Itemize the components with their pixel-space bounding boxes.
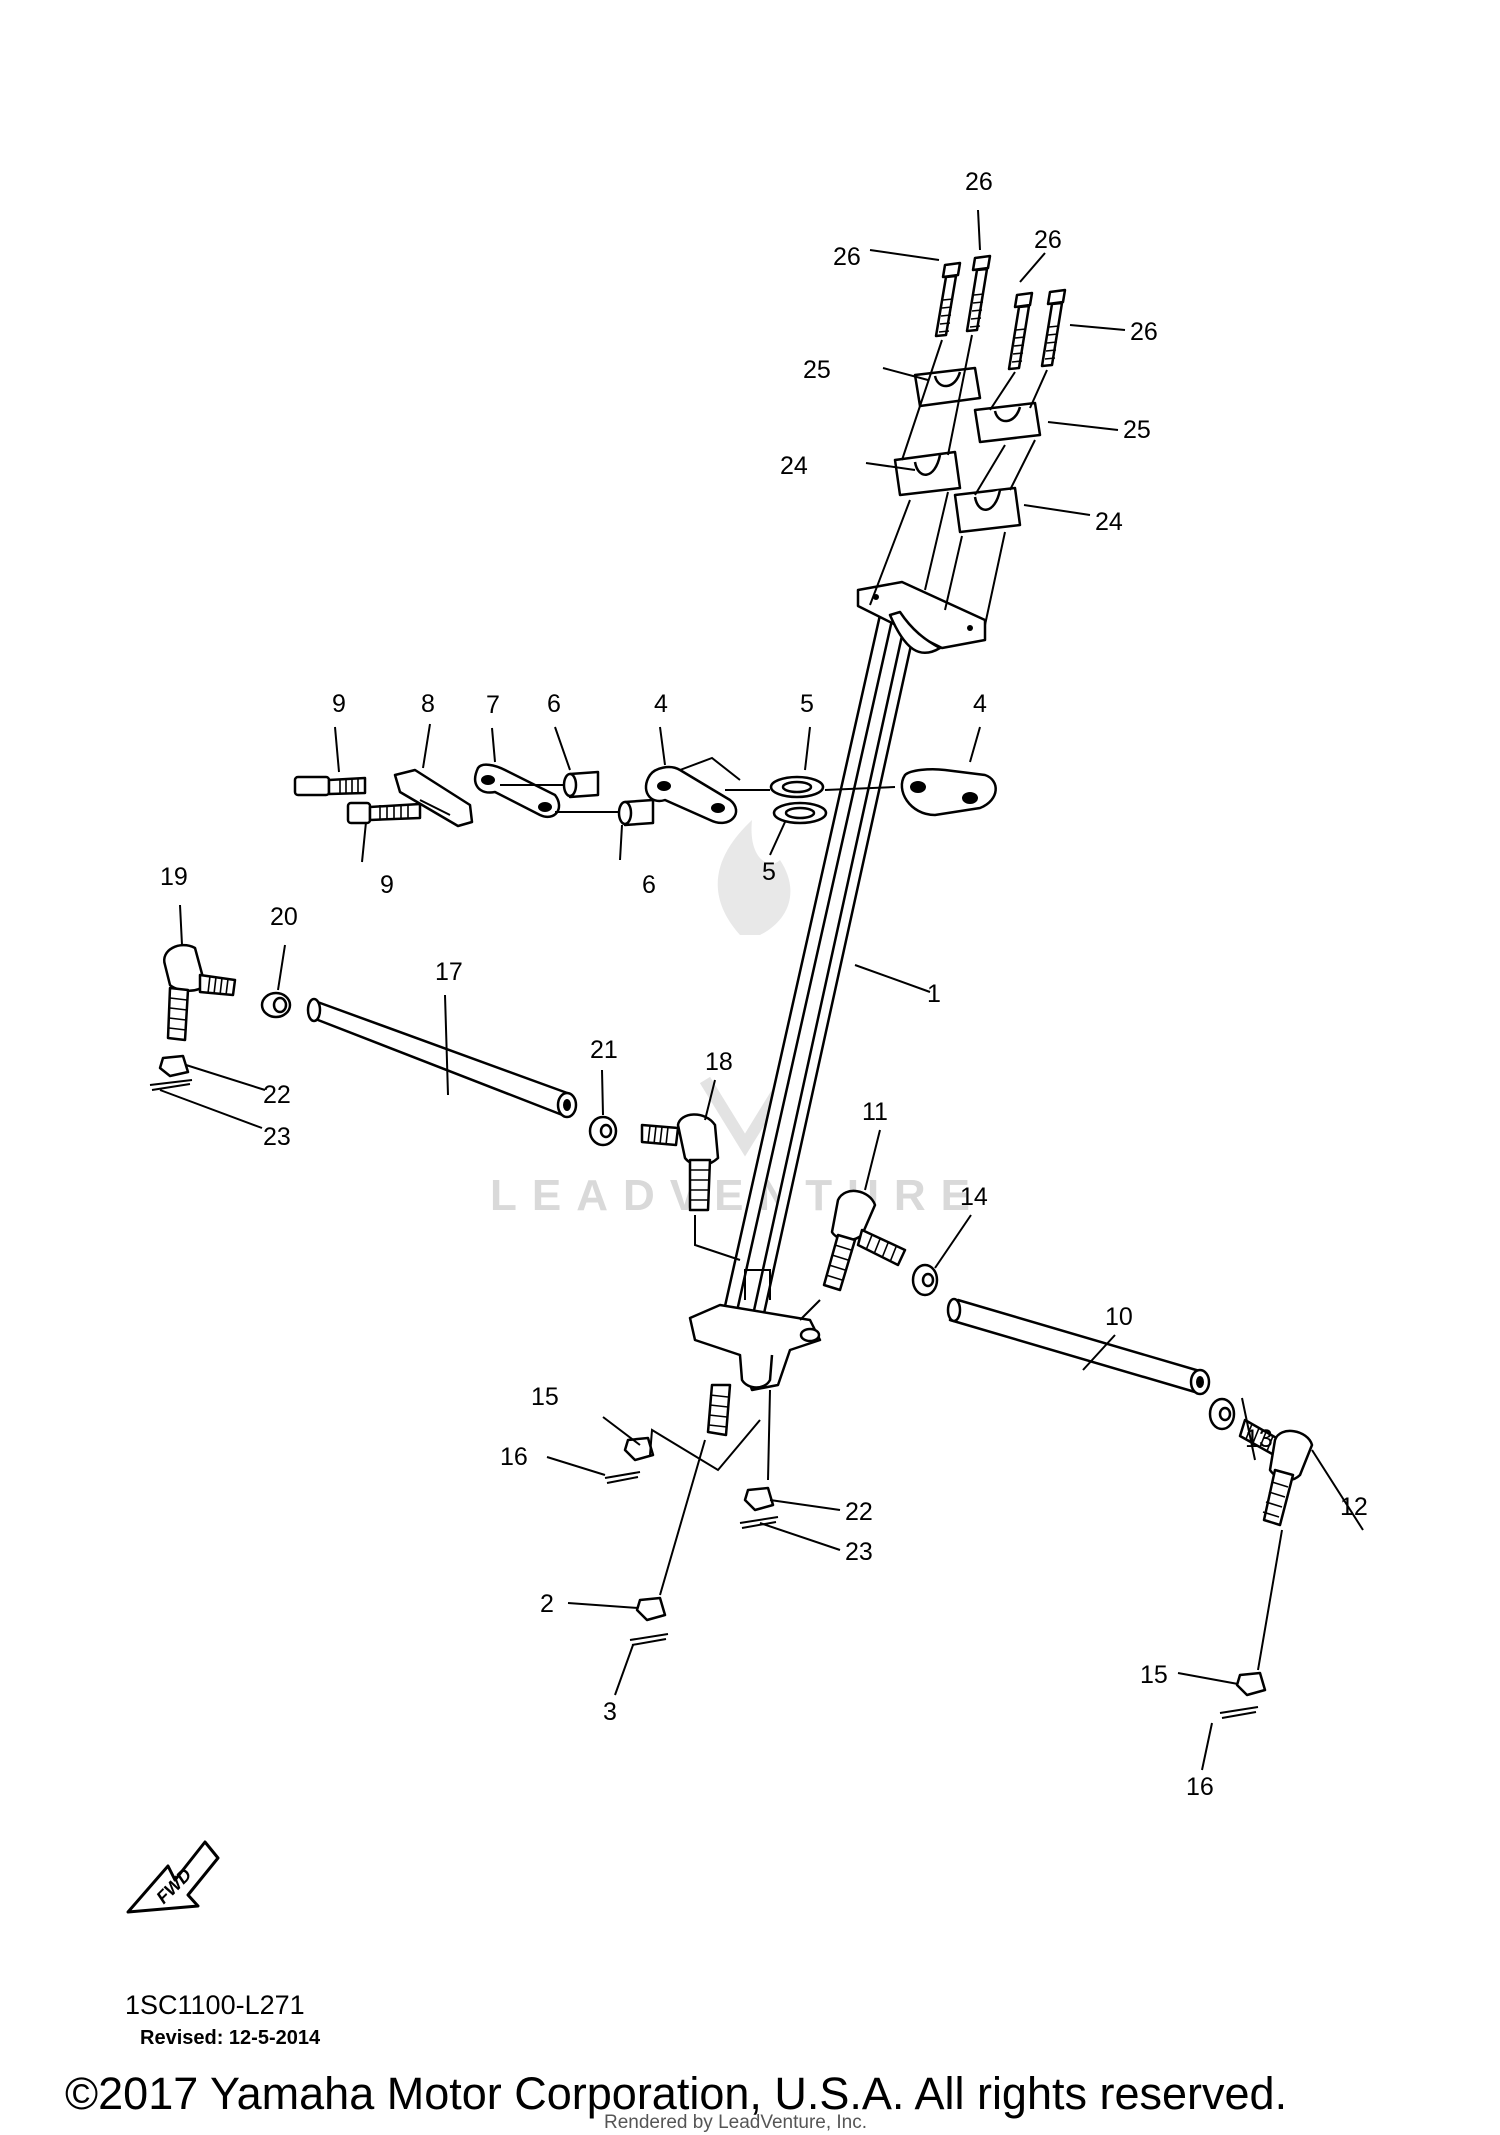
part-24-lower-clamps (893, 450, 1022, 534)
part-23-cotter-pin-left (149, 1079, 193, 1091)
callout-15a: 15 (531, 1383, 559, 1411)
part-4-pitman-arms (644, 756, 997, 825)
callout-21: 21 (590, 1036, 618, 1064)
part-5-washers (725, 775, 896, 825)
callout-2: 2 (540, 1590, 554, 1618)
callout-22a: 22 (263, 1081, 291, 1109)
part-1-steering-column (688, 580, 987, 1437)
callout-17: 17 (435, 958, 463, 986)
callout-26c: 26 (1034, 226, 1062, 254)
part-26-bolts (934, 254, 1067, 371)
callout-8: 8 (421, 690, 435, 718)
callout-16a: 16 (500, 1443, 528, 1471)
callout-6a: 6 (547, 690, 561, 718)
part-6-spacers (500, 770, 655, 827)
assembly-guide-lines (649, 1389, 1283, 1671)
callout-16b: 16 (1186, 1773, 1214, 1801)
diagram-code: 1SC1100-L271 (125, 1990, 305, 2020)
part-16-cotter-pin-center (604, 1471, 641, 1484)
callout-labels: 26 26 26 26 25 25 24 24 9 8 7 6 4 5 4 9 … (160, 168, 1368, 1801)
part-15-nut-right (1235, 1671, 1267, 1697)
part-2-nut (635, 1596, 667, 1622)
part-11-tie-rod-end (799, 1189, 907, 1321)
part-13-nut (1208, 1397, 1236, 1431)
part-19-tie-rod-end (163, 943, 237, 1042)
callout-5a: 5 (800, 690, 814, 718)
part-22-nut-left (158, 1054, 190, 1078)
callout-23a: 23 (263, 1123, 291, 1151)
part-12-tie-rod-end (1238, 1418, 1314, 1527)
callout-4b: 4 (973, 690, 987, 718)
part-18-tie-rod-end (640, 1113, 741, 1261)
callout-1: 1 (927, 980, 941, 1008)
copyright-notice: ©2017 Yamaha Motor Corporation, U.S.A. A… (65, 2068, 1288, 2119)
callout-24b: 24 (1095, 508, 1123, 536)
callout-19: 19 (160, 863, 188, 891)
leadventure-watermark: LEADVENTURE (490, 820, 985, 1220)
part-22-nut-center (743, 1486, 775, 1512)
callout-25a: 25 (803, 356, 831, 384)
part-8-lock-plate (393, 768, 474, 828)
callout-7: 7 (486, 691, 500, 719)
callout-26b: 26 (833, 243, 861, 271)
watermark-text: LEADVENTURE (490, 1171, 985, 1220)
part-9-bolts (293, 775, 422, 825)
callout-15b: 15 (1140, 1661, 1168, 1689)
callout-4a: 4 (654, 690, 668, 718)
part-21-nut (588, 1115, 618, 1147)
part-7-link-arm (473, 763, 561, 818)
callout-3: 3 (603, 1698, 617, 1726)
rendered-by-note: Rendered by LeadVenture, Inc. (604, 2112, 868, 2133)
callout-24a: 24 (780, 452, 808, 480)
part-25-upper-clamps (913, 366, 1042, 444)
callout-11: 11 (862, 1098, 888, 1126)
part-23-cotter-pin-center (739, 1516, 779, 1529)
callout-14: 14 (960, 1183, 988, 1211)
part-10-tie-rod (946, 1297, 1211, 1396)
bolt-guide-lines (869, 334, 1048, 626)
callout-9a: 9 (332, 690, 346, 718)
part-17-tie-rod (306, 997, 578, 1119)
callout-5b: 5 (762, 858, 776, 886)
callout-13: 13 (1245, 1425, 1273, 1453)
fwd-arrow-badge: FWD (126, 1840, 220, 1914)
callout-18: 18 (705, 1048, 733, 1076)
revised-date: Revised: 12-5-2014 (140, 2027, 321, 2049)
part-15-nut-center (623, 1436, 655, 1462)
callout-6b: 6 (642, 871, 656, 899)
leader-lines (159, 209, 1364, 1771)
part-16-cotter-pin-right (1219, 1706, 1259, 1719)
part-20-nut (260, 991, 292, 1019)
callout-12: 12 (1340, 1493, 1368, 1521)
callout-22b: 22 (845, 1498, 873, 1526)
callout-26a: 26 (965, 168, 993, 196)
callout-20: 20 (270, 903, 298, 931)
callout-25b: 25 (1123, 416, 1151, 444)
callout-10: 10 (1105, 1303, 1133, 1331)
callout-9b: 9 (380, 871, 394, 899)
callout-26d: 26 (1130, 318, 1158, 346)
part-3-cotter-pin (629, 1633, 669, 1646)
callout-23b: 23 (845, 1538, 873, 1566)
part-14-nut (911, 1263, 939, 1297)
